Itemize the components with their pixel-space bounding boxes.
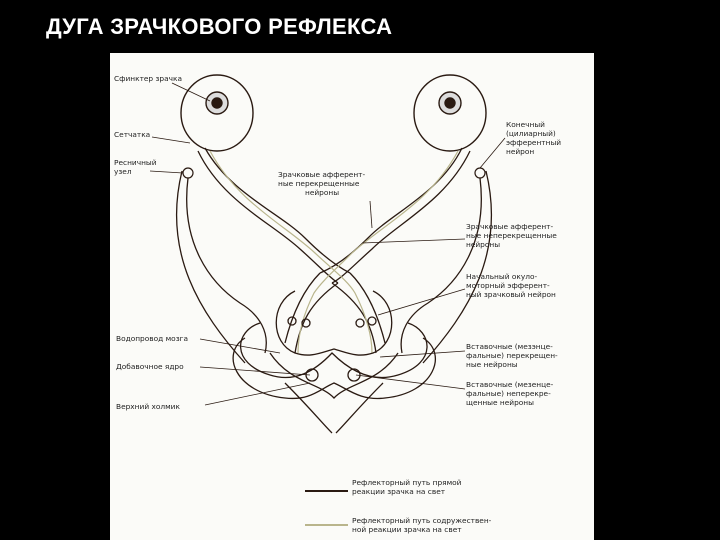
- label-aqueduct: Водопровод мозга: [116, 334, 188, 343]
- consensual-pathway-light: [209, 150, 459, 354]
- pupillary-reflex-diagram: Сфинктер зрачка Сетчатка Ресничный узел …: [110, 53, 594, 540]
- left-ciliary-ganglion: [182, 167, 194, 179]
- label-sphincter: Сфинктер зрачка: [114, 74, 182, 83]
- label-initial-oculomotor: Начальный окуло- моторный эфферент- ный …: [466, 272, 556, 299]
- midbrain: [232, 290, 437, 434]
- legend-text-consensual: Рефлекторный путь содружествен- ной реак…: [352, 516, 494, 534]
- label-uncrossed-afferent: Зрачковые афферент- ные неперекрещенные …: [466, 222, 559, 249]
- label-retina: Сетчатка: [114, 130, 150, 139]
- legend-text-direct: Рефлекторный путь прямой реакции зрачка …: [352, 478, 464, 496]
- label-superior-colliculus: Верхний холмик: [116, 402, 180, 411]
- label-crossed-afferent: Зрачковые афферент- ные перекрещенные не…: [278, 170, 368, 197]
- legend: Рефлекторный путь прямой реакции зрачка …: [305, 478, 494, 534]
- label-intercalary-crossed: Вставочные (мезэнце- фальные) перекрещен…: [466, 342, 560, 369]
- right-eye: [413, 74, 487, 152]
- label-terminal-neuron: Конечный (цилиарный) эфферентный нейрон: [506, 120, 563, 156]
- label-intercalary-uncrossed: Вставочные (мезенце- фальные) неперекре-…: [466, 380, 556, 407]
- pointer-lines: [149, 82, 506, 406]
- left-eye: [180, 74, 254, 152]
- label-accessory-nucleus: Добавочное ядро: [116, 362, 184, 371]
- slide-title: ДУГА ЗРАЧКОВОГО РЕФЛЕКСА: [46, 14, 393, 39]
- label-ciliary-ganglion: Ресничный узел: [114, 158, 159, 176]
- right-ciliary-ganglion: [474, 167, 486, 179]
